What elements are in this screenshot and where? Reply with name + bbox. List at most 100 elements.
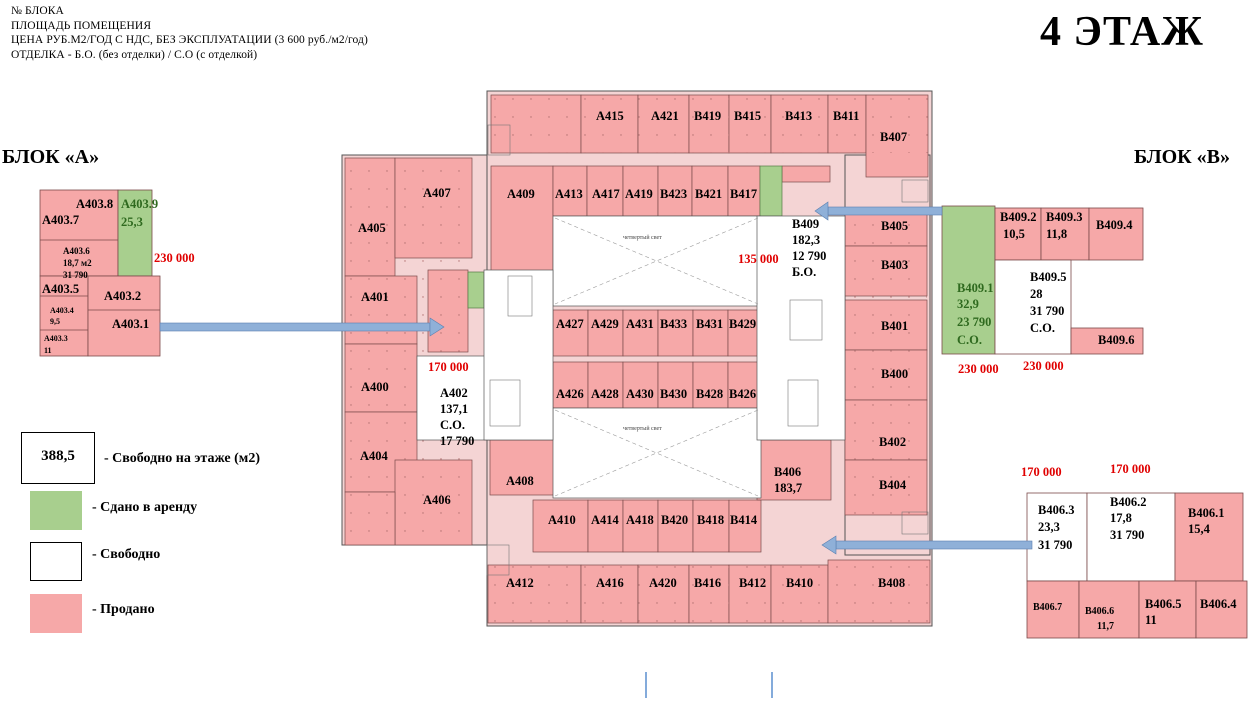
svg-text:25,3: 25,3 <box>121 215 143 229</box>
price-b406-left: 170 000 <box>1021 465 1062 479</box>
svg-text:28: 28 <box>1030 287 1043 301</box>
legend-rented-swatch <box>30 491 82 530</box>
svg-text:A402: A402 <box>440 386 468 400</box>
room-b431: B431 <box>696 317 723 331</box>
room-b419: B419 <box>694 109 721 123</box>
light-wells <box>554 217 759 497</box>
room-b428: B428 <box>696 387 723 401</box>
svg-text:17,8: 17,8 <box>1110 511 1132 525</box>
room-b412: B412 <box>739 576 766 590</box>
room-a406: A406 <box>423 493 451 507</box>
svg-text:B406.7: B406.7 <box>1033 602 1062 613</box>
svg-text:A403.3: A403.3 <box>44 334 68 343</box>
legend-sold-swatch <box>30 594 82 633</box>
svg-text:11,7: 11,7 <box>1097 621 1114 632</box>
svg-text:31 790: 31 790 <box>63 270 88 280</box>
price-b406-right: 170 000 <box>1110 462 1151 476</box>
room-b407: B407 <box>880 130 907 144</box>
room-a420: A420 <box>649 576 677 590</box>
room-a400: A400 <box>361 380 389 394</box>
room-a405: A405 <box>358 221 386 235</box>
room-b406-label: B406 183,7 <box>774 465 802 495</box>
room-b414: B414 <box>730 513 758 527</box>
room-a421: A421 <box>651 109 679 123</box>
svg-text:B406.1: B406.1 <box>1188 506 1224 520</box>
section-marks <box>645 672 773 698</box>
svg-text:С.О.: С.О. <box>1030 321 1055 335</box>
svg-text:17 790: 17 790 <box>440 434 474 448</box>
room-a401: A401 <box>361 290 389 304</box>
room-b418: B418 <box>697 513 724 527</box>
room-a409: A409 <box>507 187 535 201</box>
svg-text:A403.2: A403.2 <box>104 289 141 303</box>
room-b423: B423 <box>660 187 687 201</box>
legend-line-finish: ОТДЕЛКА - Б.О. (без отделки) / С.О (с от… <box>11 48 258 61</box>
free-rooms <box>416 215 846 499</box>
room-labels-second: A409 A413 A417 A419 B423 B421 B417 <box>507 187 757 201</box>
svg-text:B409: B409 <box>792 217 819 231</box>
room-a407: A407 <box>423 186 451 200</box>
svg-text:B409.6: B409.6 <box>1098 333 1134 347</box>
block-a-detail <box>39 189 161 357</box>
room-a429: A429 <box>591 317 619 331</box>
room-a413: A413 <box>555 187 583 201</box>
svg-text:A403.6: A403.6 <box>63 246 90 256</box>
room-b401: B401 <box>881 319 908 333</box>
svg-text:11,8: 11,8 <box>1046 227 1067 241</box>
svg-text:B406: B406 <box>774 465 801 479</box>
svg-text:A403.7: A403.7 <box>42 213 79 227</box>
svg-text:A403.5: A403.5 <box>42 282 79 296</box>
svg-text:31 790: 31 790 <box>1110 528 1144 542</box>
svg-text:182,3: 182,3 <box>792 233 820 247</box>
block-a-labels: A403.8 A403.9 25,3 A403.7 A403.6 18,7 м2… <box>42 197 158 355</box>
room-b415: B415 <box>734 109 761 123</box>
room-a402-label: A402 137,1 С.О. 17 790 <box>440 386 474 448</box>
svg-text:9,5: 9,5 <box>50 317 60 326</box>
room-a427: A427 <box>556 317 584 331</box>
room-b400: B400 <box>881 367 908 381</box>
room-labels-bottom: A412 A416 A420 B416 B412 B410 B408 <box>506 576 905 590</box>
svg-text:B406.2: B406.2 <box>1110 495 1146 509</box>
room-b409-label: B409 182,3 12 790 Б.О. <box>792 217 826 279</box>
svg-text:10,5: 10,5 <box>1003 227 1025 241</box>
floor-texture <box>345 95 930 623</box>
svg-text:31 790: 31 790 <box>1038 538 1072 552</box>
svg-text:B409.2: B409.2 <box>1000 210 1036 224</box>
svg-text:A403.8: A403.8 <box>76 197 113 211</box>
svg-text:B409.4: B409.4 <box>1096 218 1133 232</box>
price-a402: 170 000 <box>428 360 469 374</box>
room-b416: B416 <box>694 576 721 590</box>
block-b409-detail <box>941 205 1144 355</box>
legend-line-price: ЦЕНА РУБ.М2/ГОД С НДС, БЕЗ ЭКСПЛУАТАЦИИ … <box>11 34 368 46</box>
block-b406-detail <box>1026 492 1248 639</box>
svg-text:31 790: 31 790 <box>1030 304 1064 318</box>
room-labels-bottom-inner: A410 A414 A418 B420 B418 B414 <box>548 513 758 527</box>
room-a417: A417 <box>592 187 620 201</box>
price-b409: 135 000 <box>738 252 779 266</box>
block-b409-labels: B409.2 10,5 B409.3 11,8 B409.4 B409.1 32… <box>957 210 1134 347</box>
svg-text:32,9: 32,9 <box>957 297 979 311</box>
room-labels-top: A415 A421 B419 B415 B413 B411 B407 <box>596 109 907 144</box>
room-a419: A419 <box>625 187 653 201</box>
room-b405: B405 <box>881 219 908 233</box>
svg-text:С.О.: С.О. <box>957 333 982 347</box>
stairs <box>486 124 929 576</box>
svg-text:A403.1: A403.1 <box>112 317 149 331</box>
svg-text:11: 11 <box>1145 613 1157 627</box>
svg-text:B406.6: B406.6 <box>1085 606 1114 617</box>
room-a414: A414 <box>591 513 620 527</box>
svg-text:B409.3: B409.3 <box>1046 210 1082 224</box>
svg-text:B409.5: B409.5 <box>1030 270 1066 284</box>
room-a415: A415 <box>596 109 624 123</box>
legend-sold-label: - Продано <box>92 602 155 617</box>
room-a408: A408 <box>506 474 534 488</box>
svg-text:11: 11 <box>44 346 52 355</box>
svg-text:B406.5: B406.5 <box>1145 597 1181 611</box>
legend-free-total-value: 388,5 <box>41 448 75 464</box>
room-b404: B404 <box>879 478 907 492</box>
room-labels-left: A407 A405 A401 A400 A404 A406 A408 <box>358 186 534 507</box>
header-legend: № БЛОКА ПЛОЩАДЬ ПОМЕЩЕНИЯ ЦЕНА РУБ.М2/ГО… <box>11 4 368 62</box>
room-b433: B433 <box>660 317 687 331</box>
floor-title: 4 ЭТАЖ <box>1040 9 1204 55</box>
